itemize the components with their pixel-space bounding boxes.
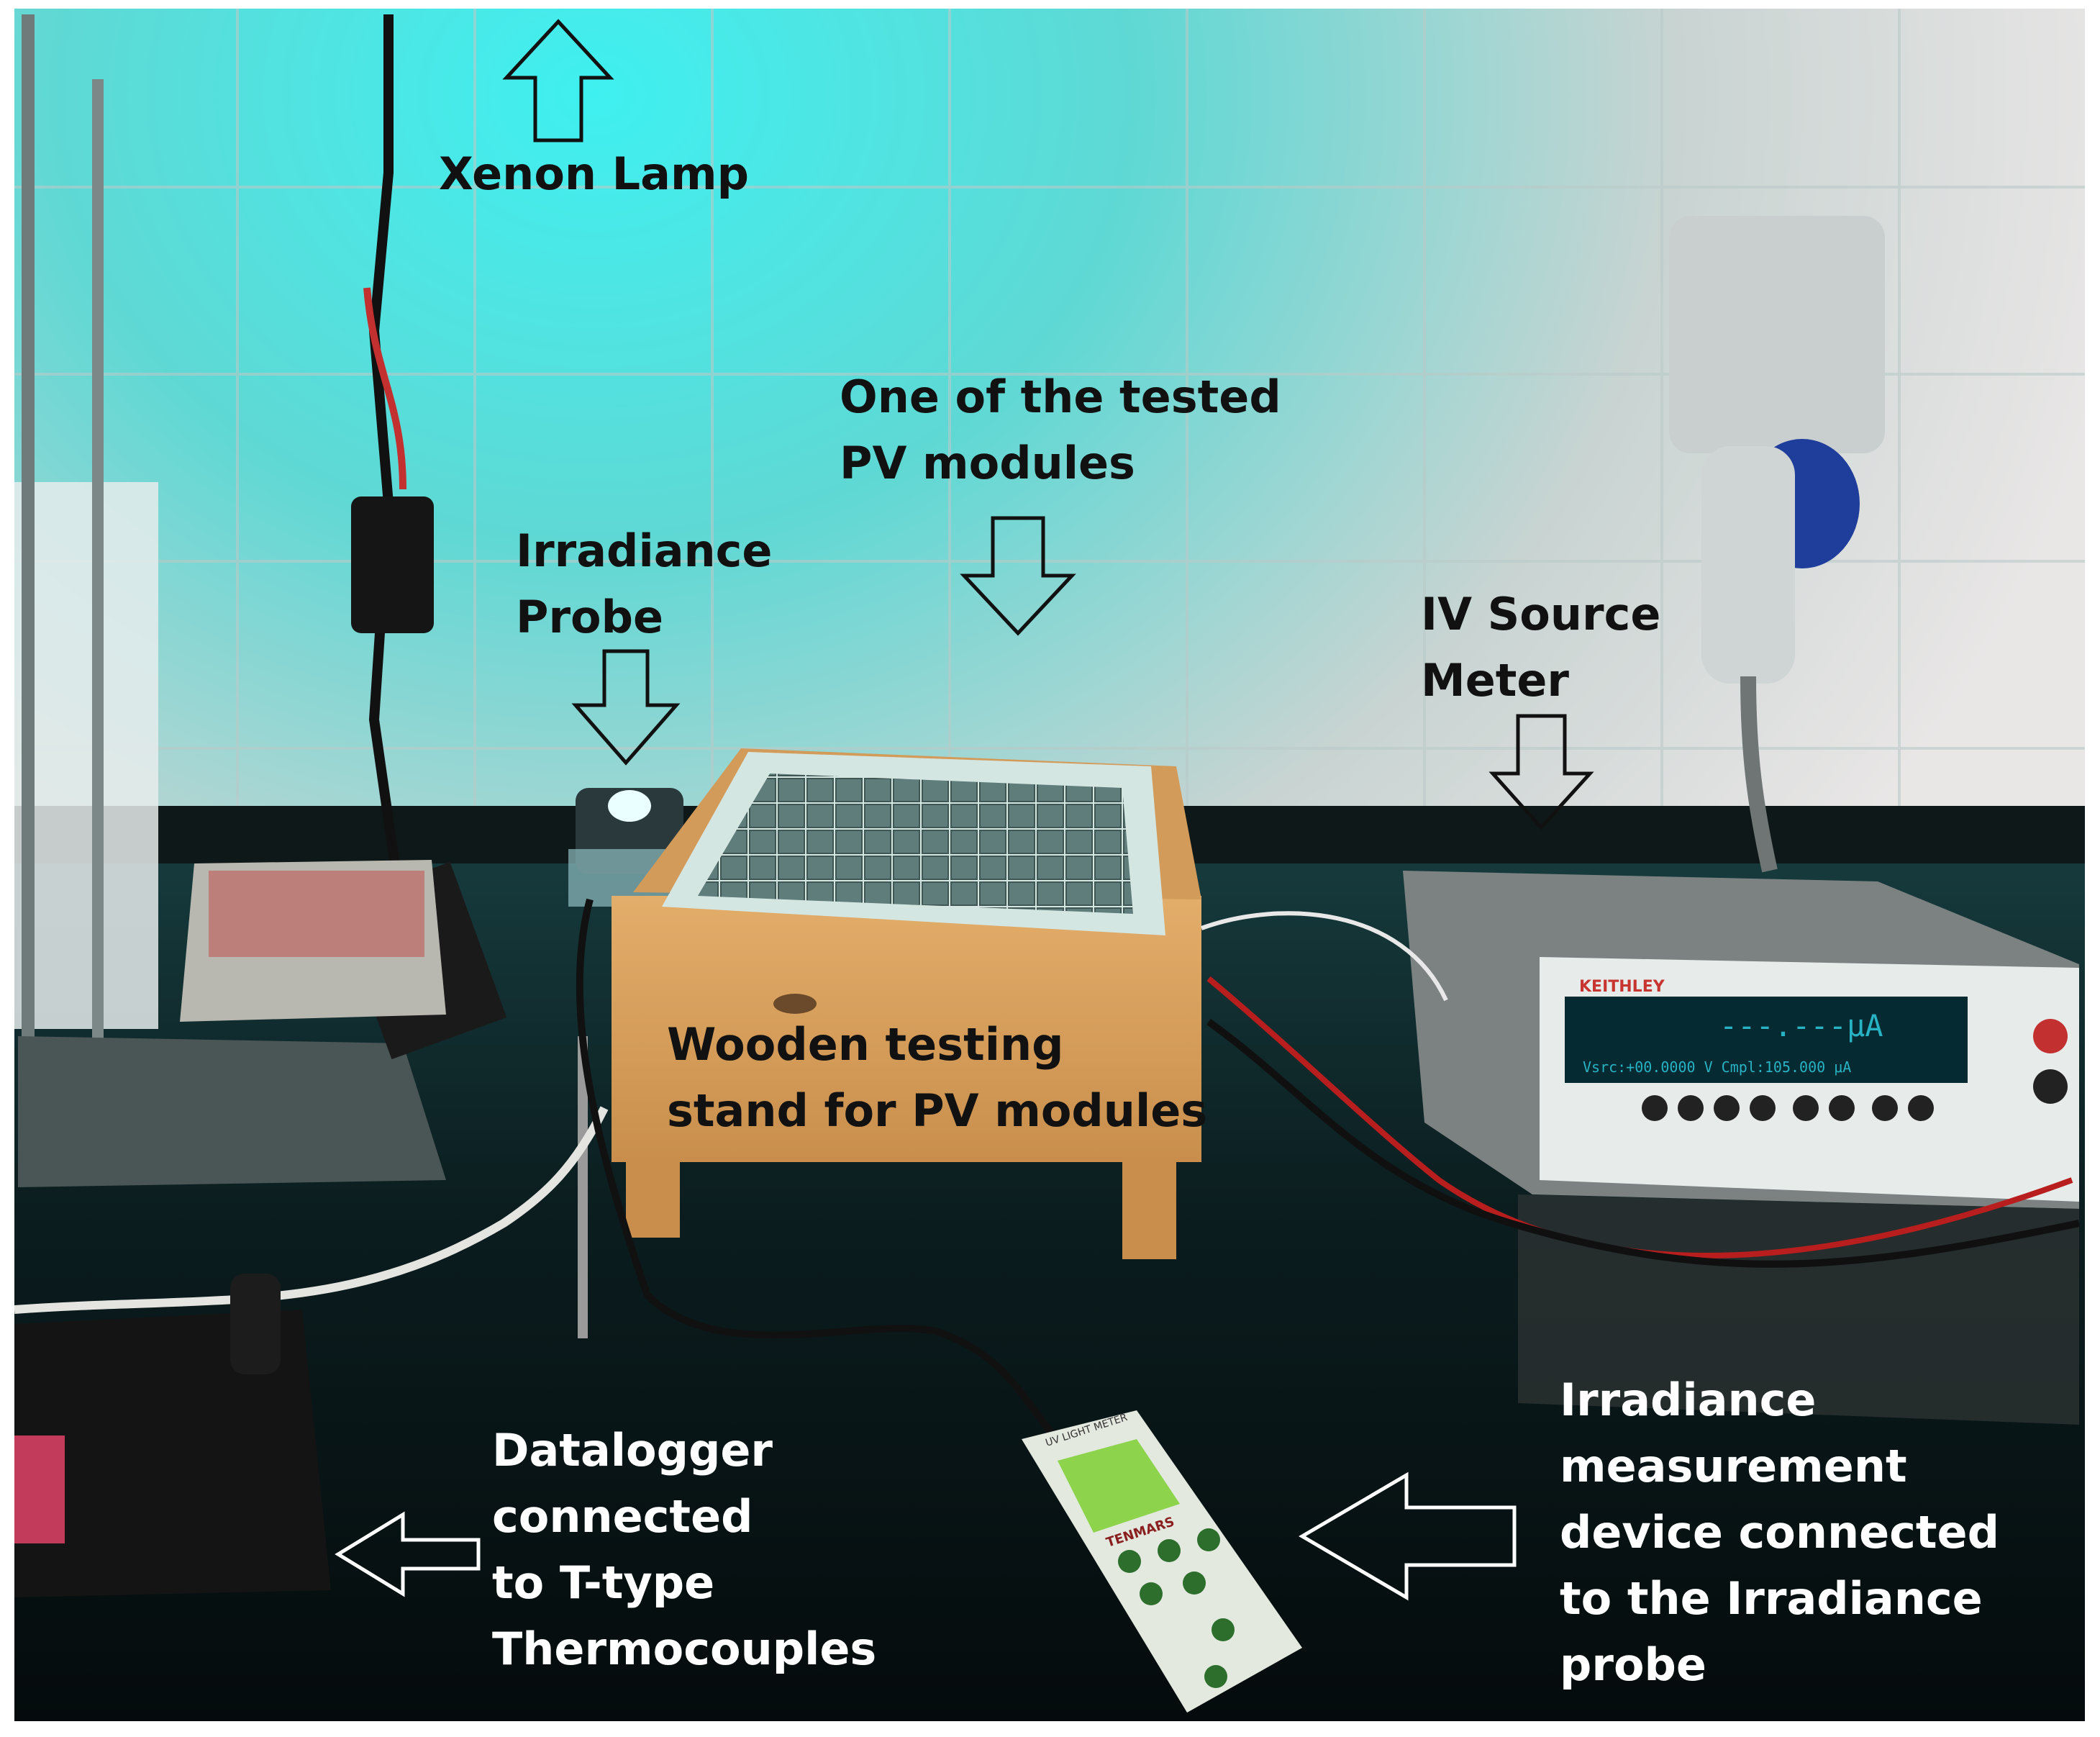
arrow-up-xenon-lamp	[502, 19, 614, 142]
thermocouple-wire	[14, 1106, 609, 1314]
socket-cable	[1740, 676, 1778, 873]
probe-sensor	[608, 790, 651, 822]
label-irradiance-device-line-2: measurement	[1560, 1440, 1907, 1492]
light-meter-buttons	[1118, 1528, 1235, 1688]
power-supply	[180, 860, 446, 1022]
label-irradiance-probe: Irradiance Probe	[516, 518, 772, 650]
wood-knot	[773, 994, 817, 1014]
source-meter-display	[1565, 997, 1968, 1083]
label-irradiance-device: Irradiance measurement device connected …	[1560, 1367, 1999, 1698]
arrow-down-pv-module	[960, 516, 1076, 636]
test-leads-red	[1206, 976, 2073, 1258]
label-irradiance-device-line-5: probe	[1560, 1638, 1706, 1691]
label-wooden-stand-line-1: Wooden testing	[667, 1018, 1064, 1071]
label-datalogger: Datalogger connected to T-type Thermocou…	[492, 1418, 876, 1682]
label-irradiance-probe-line-2: Probe	[516, 591, 664, 643]
wall-socket-box	[1669, 216, 1885, 453]
pv-module-cells	[698, 774, 1133, 914]
label-tested-pv-module-line-1: One of the tested	[840, 371, 1281, 423]
wooden-stand-box	[612, 896, 1201, 1162]
label-iv-source-meter-line-1: IV Source	[1421, 588, 1661, 640]
label-irradiance-probe-line-1: Irradiance	[516, 525, 773, 577]
label-irradiance-device-line-1: Irradiance	[1560, 1374, 1817, 1426]
ballast-box	[351, 496, 434, 633]
label-datalogger-line-2: connected	[492, 1490, 753, 1543]
label-wooden-stand-line-2: stand for PV modules	[667, 1084, 1208, 1137]
light-meter-screen	[1058, 1439, 1180, 1533]
lamp-stand-pole	[22, 14, 35, 1094]
label-iv-source-meter-line-2: Meter	[1421, 654, 1570, 707]
lamp-stand-pole-2	[92, 79, 104, 1079]
stand-base	[18, 1036, 446, 1187]
label-tested-pv-module-line-2: PV modules	[840, 437, 1135, 489]
wooden-leg-left	[626, 1158, 680, 1238]
arrow-down-source-meter	[1488, 714, 1594, 830]
label-irradiance-device-line-3: device connected	[1560, 1506, 1999, 1559]
label-xenon-lamp: Xenon Lamp	[439, 141, 749, 207]
socket-body	[1701, 446, 1795, 684]
arrow-down-irradiance-probe	[571, 649, 681, 766]
arrow-left-irradiance-device	[1299, 1471, 1517, 1601]
label-wooden-stand: Wooden testing stand for PV modules	[667, 1012, 1207, 1144]
datalogger-screen	[14, 1436, 65, 1543]
datalogger-body	[14, 1310, 331, 1597]
label-datalogger-line-3: to T-type	[492, 1556, 715, 1609]
lamp-cable	[368, 14, 408, 922]
test-leads-black	[1206, 1018, 2081, 1268]
source-meter-reading: ---.---μA	[1719, 1008, 1883, 1043]
source-meter-brand: KEITHLEY	[1579, 978, 1665, 996]
source-meter-buttons	[1642, 1019, 2068, 1121]
lamp-cable-red	[363, 287, 406, 490]
wooden-leg-right	[1122, 1158, 1176, 1259]
label-irradiance-device-line-4: to the Irradiance	[1560, 1572, 1983, 1625]
test-leads-white	[1200, 911, 1448, 1002]
probe-cable	[576, 898, 1060, 1442]
label-xenon-lamp-text: Xenon Lamp	[439, 148, 749, 200]
power-supply-grille	[209, 871, 424, 957]
radiator	[14, 482, 158, 1029]
source-meter-status: Vsrc:+00.0000 V Cmpl:105.000 μA	[1583, 1058, 1851, 1076]
thermocouple-rod	[578, 1036, 588, 1338]
datalogger-ferrite	[230, 1274, 281, 1374]
label-datalogger-line-4: Thermocouples	[492, 1623, 877, 1675]
arrow-left-datalogger	[335, 1511, 481, 1597]
label-iv-source-meter: IV Source Meter	[1421, 581, 1660, 714]
label-datalogger-line-1: Datalogger	[492, 1424, 773, 1477]
label-tested-pv-module: One of the tested PV modules	[840, 364, 1281, 496]
